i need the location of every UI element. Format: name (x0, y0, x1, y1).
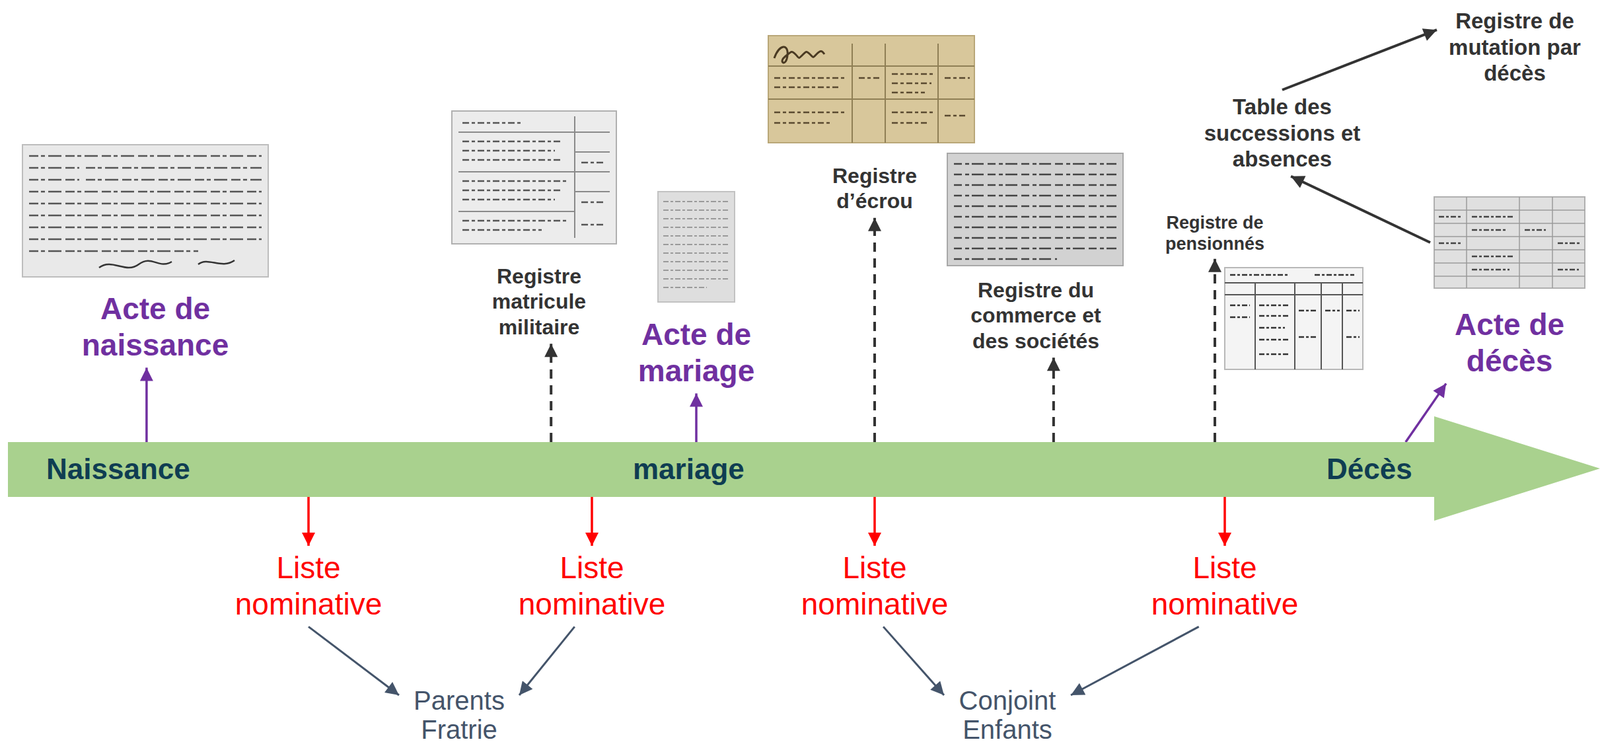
label-node: Parents Fratrie (399, 681, 520, 748)
record-label: Registre matricule militaire (482, 263, 596, 340)
register-grid (1224, 282, 1363, 370)
label-node: Registre d’écrou (811, 159, 939, 219)
family-label: Conjoint Enfants (947, 685, 1067, 744)
connector-arrow (590, 496, 594, 546)
family-label: Parents Fratrie (402, 685, 516, 744)
document-image (947, 153, 1124, 266)
civil-act-label: Acte de mariage (613, 316, 779, 390)
civil-act-label: Acte de naissance (72, 290, 238, 364)
label-node: Registre de pensionnés (1154, 208, 1275, 259)
label-node: Liste nominative (788, 545, 962, 627)
connector-arrow (519, 626, 575, 695)
label-node: Registre matricule militaire (478, 259, 600, 344)
census-label: Liste nominative (792, 549, 958, 623)
label-node: Liste nominative (505, 545, 679, 627)
signature (99, 260, 235, 268)
document-image (22, 144, 269, 277)
connector-arrow (694, 393, 698, 442)
handwriting (774, 46, 825, 63)
document-image (1224, 267, 1363, 370)
handwriting (29, 155, 262, 252)
event-label: mariage (632, 451, 745, 487)
record-label: Registre de mutation par décès (1440, 7, 1589, 87)
timeline-band: Naissance mariage Décès (7, 416, 1600, 521)
connector-arrow (1290, 176, 1431, 243)
label-node: Acte de mariage (609, 312, 783, 394)
handwriting (1438, 216, 1581, 270)
census-label: Liste nominative (509, 549, 675, 623)
handwriting (774, 73, 970, 123)
connector-arrow (1052, 357, 1055, 442)
document-image (768, 35, 975, 143)
label-node: Conjoint Enfants (944, 681, 1071, 748)
connector-arrow (883, 626, 945, 695)
connector-arrow (873, 496, 876, 546)
label-node: Acte de décès (1430, 192, 1589, 384)
band-label-row: Naissance mariage Décès (7, 441, 1435, 497)
connector-arrow (1070, 626, 1200, 695)
label-node: Acte de naissance (68, 286, 242, 368)
document-image (657, 191, 735, 302)
census-label: Liste nominative (1142, 549, 1308, 623)
label-node: Registre de mutation par décès (1436, 3, 1593, 91)
document-image (451, 110, 617, 244)
label-node: Table des successions et absences (1195, 89, 1369, 177)
census-label: Liste nominative (225, 549, 392, 623)
register-grid (768, 43, 975, 143)
handwriting (1230, 274, 1360, 355)
connector-arrow (145, 367, 148, 442)
record-label: Registre du commerce et des sociétés (965, 277, 1106, 354)
event-label: Naissance (46, 451, 191, 487)
connector-arrow (873, 218, 876, 442)
record-label: Registre de pensionnés (1158, 212, 1272, 255)
band-arrow (7, 416, 1600, 521)
handwriting (663, 201, 730, 288)
label-node: Registre du commerce et des sociétés (961, 273, 1110, 358)
record-label: Table des successions et absences (1199, 93, 1365, 173)
connector-arrow (308, 626, 400, 695)
connector-arrow (1213, 258, 1217, 442)
connector-arrow (1223, 496, 1227, 546)
connector-arrow (307, 496, 310, 546)
document-image (1434, 196, 1585, 289)
connector-arrow (549, 343, 553, 442)
form-grid (458, 116, 610, 238)
connector-arrow (1282, 29, 1437, 90)
event-label: Décès (1326, 451, 1413, 487)
handwriting (953, 163, 1117, 259)
record-label: Registre d’écrou (815, 163, 935, 215)
label-node: Liste nominative (1138, 545, 1312, 627)
civil-act-label: Acte de décès (1434, 306, 1585, 380)
register-grid (1434, 196, 1585, 289)
handwriting (462, 122, 605, 230)
label-node: Liste nominative (221, 545, 396, 627)
